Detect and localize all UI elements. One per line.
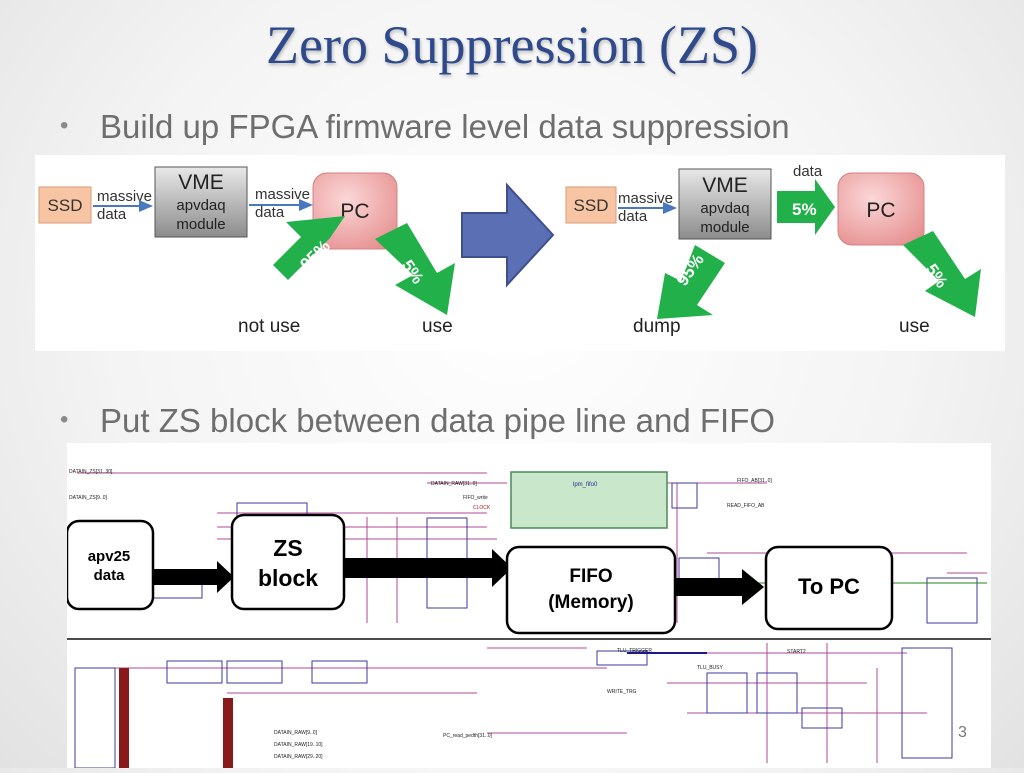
sig-datain-raw3: DATAIN_RAW[19..10] bbox=[274, 742, 323, 748]
green-arrow-5-before bbox=[375, 223, 455, 315]
fifo-label: FIFO bbox=[569, 566, 612, 587]
green-arrow-95-before bbox=[273, 216, 345, 280]
green-arrow-95-dump bbox=[657, 245, 725, 319]
sig-datain-raw2: DATAIN_RAW[9..0] bbox=[274, 730, 318, 736]
sig-read-fifo: READ_FIFO_AB bbox=[727, 503, 765, 509]
bullet-2-text: Put ZS block between data pipe line and … bbox=[100, 402, 776, 439]
sig-start: START2 bbox=[787, 649, 806, 655]
bullet-1: • Build up FPGA firmware level data suppr… bbox=[60, 108, 790, 146]
apv25-label: apv25 bbox=[88, 548, 131, 565]
dump-label: dump bbox=[633, 316, 681, 337]
massive-label-before-1: massive bbox=[97, 188, 152, 205]
firmware-schematic: lpm_fifo0 DATAIN_ZS[31..30] DATAIN_ZS[9.… bbox=[65, 469, 991, 769]
massive-label-after: massive bbox=[618, 190, 673, 207]
block-label: block bbox=[258, 565, 318, 591]
sig-tlu-trigger: TLU_TRIGGER bbox=[617, 648, 652, 654]
sig-datain-zs: DATAIN_ZS[31..30] bbox=[69, 469, 113, 475]
fifo-memory-box bbox=[505, 545, 677, 635]
apvdaq-label-before: apvdaq bbox=[176, 197, 225, 214]
lpm-fifo-label: lpm_fifo0 bbox=[573, 482, 598, 488]
to-pc-label: To PC bbox=[798, 574, 860, 599]
lpm-fifo-block bbox=[510, 471, 668, 529]
arrow-zs-to-fifo bbox=[343, 549, 512, 587]
firmware-schematic-panel: lpm_fifo0 DATAIN_ZS[31..30] DATAIN_ZS[9.… bbox=[65, 443, 991, 769]
bullet-1-text: Build up FPGA firmware level data suppre… bbox=[100, 108, 790, 145]
not-use-label: not use bbox=[238, 316, 300, 337]
arrow-apv-to-zs bbox=[152, 561, 234, 593]
arrow-fifo-to-pc bbox=[665, 569, 764, 605]
ssd-box-before bbox=[38, 186, 92, 224]
vme-label-after: VME bbox=[702, 174, 748, 197]
ssd-label-after: SSD bbox=[574, 196, 609, 215]
pc-box-after bbox=[837, 172, 925, 246]
sig-datain-raw: DATAIN_RAW[31..0] bbox=[431, 481, 477, 487]
pc-label-before: PC bbox=[340, 200, 369, 223]
schematic-blocks bbox=[74, 482, 978, 769]
data-label-before-2: data bbox=[255, 204, 285, 221]
sig-datain-raw4: DATAIN_RAW[29..20] bbox=[274, 754, 323, 760]
pc-label-after: PC bbox=[866, 199, 895, 222]
bus-bar-right bbox=[223, 698, 233, 768]
module-label-after: module bbox=[700, 219, 749, 236]
data-top-label-after: data bbox=[793, 163, 823, 180]
vme-box-before bbox=[154, 166, 248, 238]
sig-write-trg: WRITE_TRG bbox=[607, 689, 637, 695]
ssd-box-after bbox=[565, 186, 617, 224]
ssd-label-before: SSD bbox=[48, 196, 83, 215]
sig-tlu-busy: TLU_BUSY bbox=[697, 665, 724, 671]
green-arrow-5-to-pc bbox=[777, 179, 835, 235]
massive-label-before-2: massive bbox=[255, 186, 310, 203]
slide-title: Zero Suppression (ZS) bbox=[266, 15, 758, 75]
data-label-after: data bbox=[618, 208, 648, 225]
sig-clock: CLOCK bbox=[473, 505, 491, 511]
bullet-dot: • bbox=[60, 112, 69, 139]
green-arrow-5-use bbox=[903, 231, 981, 317]
bullet-dot: • bbox=[60, 406, 69, 433]
apv25-data-label: data bbox=[94, 567, 126, 584]
apv25-data-box bbox=[65, 519, 155, 611]
big-blue-arrow bbox=[461, 182, 555, 288]
memory-label: (Memory) bbox=[548, 592, 634, 613]
sig-datain-zs-b: DATAIN_ZS[9..0] bbox=[69, 495, 107, 501]
pct-5-to-pc: 5% bbox=[792, 200, 817, 219]
vme-box-after bbox=[678, 168, 772, 240]
suppression-concept-panel: SSD massive data VME apvdaq module massi… bbox=[35, 155, 1005, 351]
use-label-after: use bbox=[899, 316, 930, 337]
sig-fifo-ab: FIFO_AB[31..0] bbox=[737, 478, 772, 484]
use-label-before: use bbox=[422, 316, 453, 337]
concept-diagram: SSD massive data VME apvdaq module massi… bbox=[38, 163, 981, 337]
page-number: 3 bbox=[958, 724, 967, 741]
zs-label: ZS bbox=[273, 535, 302, 561]
apvdaq-label-after: apvdaq bbox=[700, 200, 749, 217]
schematic-signal-labels: DATAIN_ZS[31..30] DATAIN_ZS[9..0] DATAIN… bbox=[69, 469, 806, 760]
data-label-before-1: data bbox=[97, 206, 127, 223]
zs-block-box bbox=[230, 513, 346, 611]
sig-fifo-write: FIFO_write bbox=[463, 495, 488, 501]
to-pc-box bbox=[764, 545, 894, 631]
vme-label-before: VME bbox=[178, 171, 224, 194]
bus-bar-left bbox=[119, 668, 129, 768]
module-label-before: module bbox=[176, 216, 225, 233]
bullet-2: • Put ZS block between data pipe line and… bbox=[60, 402, 775, 440]
sig-pc-read: PC_read_pedth[31..0] bbox=[443, 733, 493, 739]
